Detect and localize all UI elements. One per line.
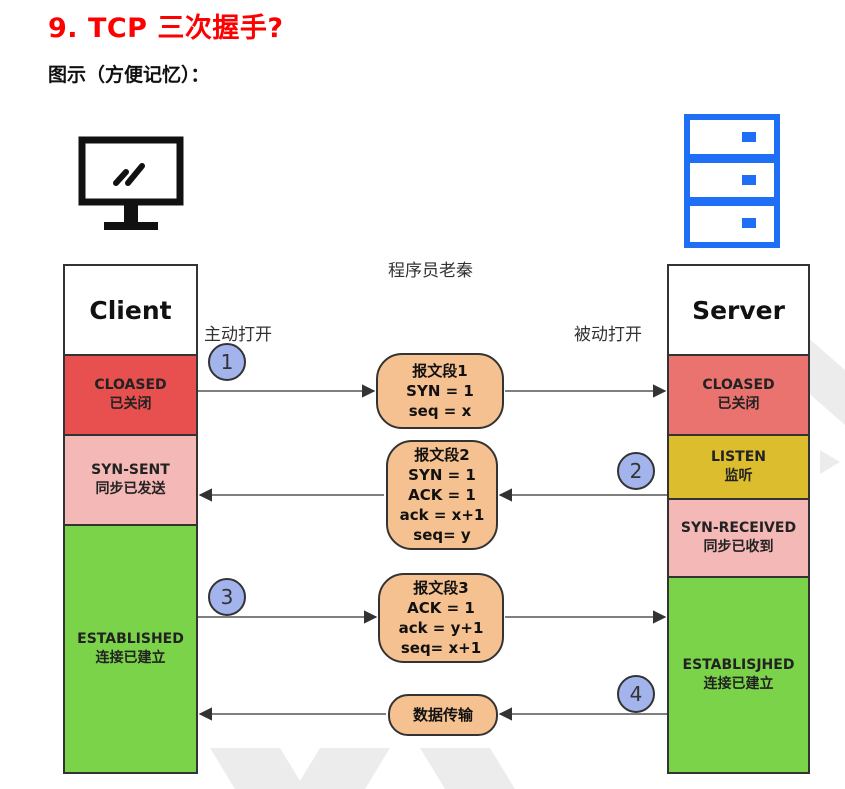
message-segment-3: 报文段3 ACK = 1 ack = y+1 seq= x+1 <box>378 573 504 663</box>
client-state-established: ESTABLISHED 连接已建立 <box>65 526 196 772</box>
state-name: ESTABLISHED <box>77 631 184 647</box>
passive-open-label: 被动打开 <box>574 325 642 345</box>
active-open-label: 主动打开 <box>204 325 272 345</box>
state-desc: 连接已建立 <box>703 676 774 692</box>
message-line: SYN = 1 <box>406 382 474 400</box>
state-desc: 同步已收到 <box>703 539 774 555</box>
message-segment-2: 报文段2 SYN = 1 ACK = 1 ack = x+1 seq= y <box>386 440 498 550</box>
server-state-closed: CLOASED 已关闭 <box>669 356 808 436</box>
message-line: seq= y <box>413 526 471 544</box>
monitor-icon <box>78 136 184 230</box>
message-line: seq = x <box>408 402 472 420</box>
state-desc: 监听 <box>724 468 753 484</box>
step-badge-4: 4 <box>617 675 655 713</box>
server-rack-icon <box>684 114 780 248</box>
page-subtitle: 图示（方便记忆）： <box>48 64 210 86</box>
page-title: 9. TCP 三次握手? <box>48 13 284 44</box>
state-name: CLOASED <box>94 377 167 393</box>
message-line: 报文段3 <box>413 579 469 597</box>
state-name: SYN-SENT <box>91 462 170 478</box>
watermark-shape <box>805 335 845 474</box>
client-header: Client <box>65 266 196 356</box>
state-name: SYN-RECEIVED <box>680 520 797 536</box>
message-data-transfer: 数据传输 <box>388 694 498 736</box>
message-line: ack = x+1 <box>399 506 485 524</box>
state-desc: 同步已发送 <box>95 481 166 497</box>
client-column: Client CLOASED 已关闭 SYN-SENT 同步已发送 ESTABL… <box>63 264 198 774</box>
watermark-author-label: 程序员老秦 <box>388 261 473 281</box>
server-state-established: ESTABLISJHED 连接已建立 <box>669 578 808 772</box>
message-line: ack = y+1 <box>398 619 484 637</box>
message-line: SYN = 1 <box>408 466 476 484</box>
step-badge-1: 1 <box>208 343 246 381</box>
watermark-shape <box>210 748 515 789</box>
message-line: ACK = 1 <box>408 486 476 504</box>
state-desc: 已关闭 <box>109 396 152 412</box>
state-name: LISTEN <box>710 449 767 465</box>
state-name: ESTABLISJHED <box>682 657 795 673</box>
state-name: CLOASED <box>702 377 775 393</box>
step-badge-3: 3 <box>208 578 246 616</box>
server-state-syn-received: SYN-RECEIVED 同步已收到 <box>669 500 808 578</box>
state-desc: 已关闭 <box>717 396 760 412</box>
message-segment-1: 报文段1 SYN = 1 seq = x <box>376 353 504 429</box>
client-state-syn-sent: SYN-SENT 同步已发送 <box>65 436 196 526</box>
message-line: 报文段1 <box>412 362 468 380</box>
message-line: 报文段2 <box>414 446 470 464</box>
client-state-closed: CLOASED 已关闭 <box>65 356 196 436</box>
state-desc: 连接已建立 <box>95 650 166 666</box>
server-header: Server <box>669 266 808 356</box>
step-badge-2: 2 <box>617 452 655 490</box>
server-column: Server CLOASED 已关闭 LISTEN 监听 SYN-RECEIVE… <box>667 264 810 774</box>
message-line: seq= x+1 <box>400 639 482 657</box>
message-line: 数据传输 <box>412 706 473 724</box>
server-state-listen: LISTEN 监听 <box>669 436 808 500</box>
message-line: ACK = 1 <box>407 599 475 617</box>
